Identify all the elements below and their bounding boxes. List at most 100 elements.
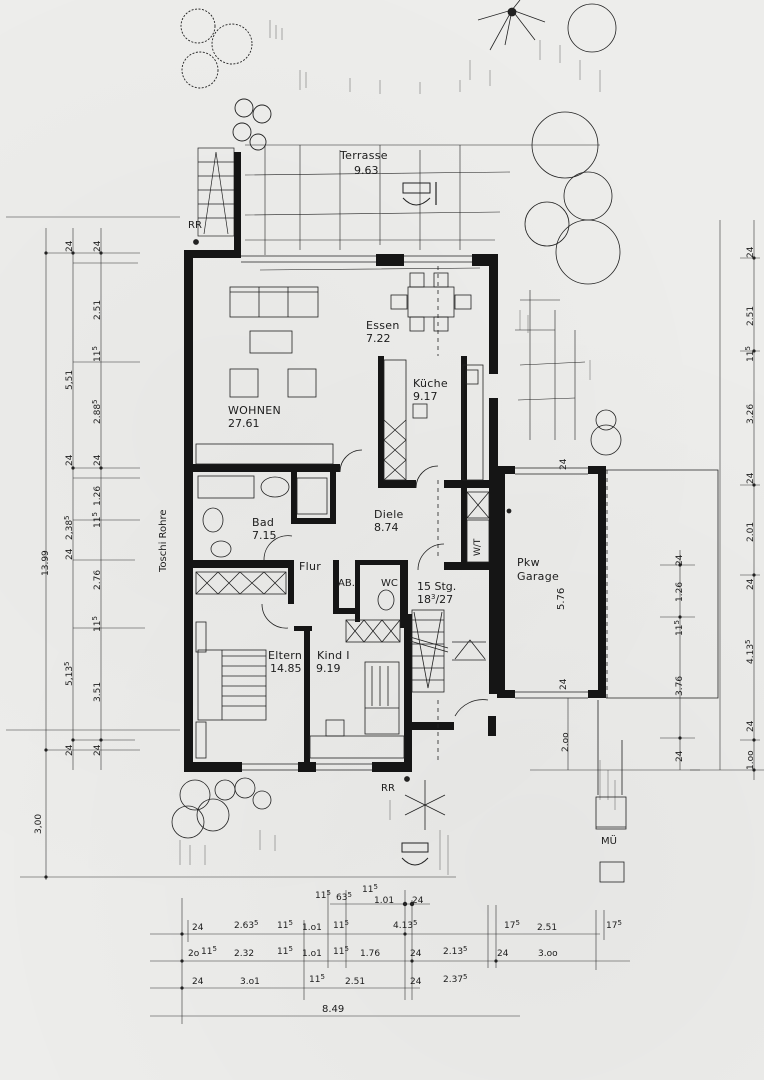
room-area-terrasse: 9.63	[354, 164, 379, 177]
dim-bottom-r1-4: 115	[333, 919, 349, 932]
dim-bottom-r1-0: 24	[192, 923, 204, 933]
dim-left-inner-1: 2.51	[93, 299, 103, 320]
room-label-kueche: Küche	[413, 377, 448, 390]
dim-bottom-r0-4: 24	[412, 896, 424, 906]
dim-bottom-r0-1: 635	[336, 891, 352, 904]
room-area-diele: 8.74	[374, 521, 399, 534]
garage-length-dim: 5.76	[556, 587, 567, 610]
dim-left-inner-6: 115	[91, 512, 103, 528]
dim-bottom-r3-1: 3.o1	[240, 977, 260, 987]
dining-table-icon	[407, 286, 455, 318]
dim-right-0: 24	[746, 246, 756, 258]
room-label-terrasse: Terrasse	[340, 149, 388, 162]
dim-bottom-r2-2: 2.32	[234, 949, 255, 959]
dim-left-mid-4: 24	[65, 548, 75, 560]
room-area-essen: 7.22	[366, 332, 391, 345]
dim-garage-wall-bottom: 24	[559, 678, 569, 690]
dim-left-mid-6: 24	[65, 744, 75, 756]
room-label-ab: AB.	[338, 578, 355, 589]
sofa-icon	[229, 286, 319, 318]
terrace-seat-icon	[402, 182, 431, 206]
room-area-kueche: 9.17	[413, 390, 438, 403]
double-bed-icon	[197, 649, 267, 721]
garage-rear-opening	[515, 467, 588, 475]
tree-row-right-icon	[524, 111, 622, 456]
window-wohnen	[241, 255, 376, 263]
dim-bottom-r1-7: 2.51	[537, 923, 558, 933]
dimension-ticks	[44, 251, 756, 990]
dim-right-2: 115	[744, 346, 756, 362]
dimension-lines	[6, 216, 764, 1024]
tree-cluster-top-left-icon	[180, 8, 272, 151]
dim-bottom-r2-8: 2.135	[443, 945, 468, 958]
stair-ratio-label: 183/27	[417, 593, 454, 606]
door-arc-wohnen	[339, 449, 363, 473]
room-label-diele: Diele	[374, 508, 404, 521]
stair-count-label: 15 Stg.	[417, 580, 457, 593]
dim-bottom-r1-2: 115	[277, 919, 293, 932]
room-label-bad: Bad	[252, 516, 275, 529]
dim-right-inner-1: 1.26	[675, 581, 685, 602]
washbasin-icon	[260, 476, 290, 498]
dim-bottom-r2-9: 24	[497, 949, 509, 959]
dim-right-inner-2: 115	[673, 620, 685, 636]
dim-right-8: 24	[746, 720, 756, 732]
dim-right-7: 4.135	[744, 639, 756, 664]
room-label-eltern: Eltern	[268, 649, 303, 662]
room-area-kind: 9.19	[316, 662, 341, 675]
dim-left-inner-2: 115	[91, 346, 103, 362]
coffee-table-icon	[249, 330, 293, 354]
dim-bottom-r1-5: 4.135	[393, 919, 418, 932]
room-label-garage-1: Pkw	[517, 556, 540, 569]
dim-left-total: 13.99	[41, 550, 51, 576]
dim-bottom-r2-7: 24	[410, 949, 422, 959]
shrub-cluster-bottom-left-icon	[171, 777, 272, 839]
dim-right-inner-4: 24	[675, 750, 685, 762]
dim-bottom-r3-5: 2.375	[443, 973, 468, 986]
dim-bottom-r1-3: 1.o1	[302, 923, 322, 933]
room-label-wc: WC	[381, 578, 398, 589]
dim-bottom-r3-0: 24	[192, 977, 204, 987]
dim-left-inner-7: 2.76	[93, 569, 103, 590]
room-label-flur: Flur	[299, 560, 322, 573]
dim-right-inner-0: 24	[675, 554, 685, 566]
dim-bottom-r3-4: 24	[410, 977, 422, 987]
rr-label-top: RR	[188, 220, 202, 231]
dim-bottom-r2-10: 3.oo	[538, 949, 558, 959]
dim-left-inner-5: 1.26	[93, 485, 103, 506]
downpipe-top-icon	[193, 239, 199, 245]
wc-icon	[377, 589, 395, 611]
dim-bottom-r1-8: 175	[606, 919, 622, 932]
grass-hatching	[179, 20, 616, 875]
dim-left-front-yard: 3,00	[34, 813, 44, 834]
dim-left-inner-9: 3.51	[93, 681, 103, 702]
tree-top-center-icon	[477, 0, 617, 53]
dim-bottom-r1-1: 2.635	[234, 919, 259, 932]
staircase-icon	[409, 609, 486, 693]
shower-icon	[296, 477, 328, 515]
carport-outline	[606, 469, 719, 699]
dim-right-3: 3.26	[746, 403, 756, 424]
room-area-eltern: 14.85	[270, 662, 302, 675]
dim-left-mid-0: 24	[65, 240, 75, 252]
window-eltern	[242, 763, 298, 771]
dim-garage-wall-top: 24	[559, 458, 569, 470]
dim-left-inner-0: 24	[93, 240, 103, 252]
dim-left-inner-3: 2.885	[91, 399, 103, 424]
dim-right-inner-3: 3.76	[675, 675, 685, 696]
desk-icon	[309, 735, 405, 759]
dim-left-mid-5: 5,135	[63, 661, 75, 686]
room-label-garage-2: Garage	[517, 570, 560, 583]
bin-enclosure-icon	[595, 796, 627, 830]
downpipe-bottom-icon	[404, 776, 410, 782]
garage-door	[515, 691, 588, 699]
tree-entrance-icon	[404, 780, 446, 830]
kitchen-stool-icon	[412, 403, 428, 419]
dim-left-inner-10: 24	[93, 744, 103, 756]
window-kind	[316, 763, 372, 771]
armchair-icon	[229, 368, 259, 398]
dim-right-6: 24	[746, 578, 756, 590]
dim-garage-front: 2.oo	[561, 732, 571, 752]
dim-bottom-r3-2: 115	[309, 973, 325, 986]
dim-bottom-r2-3: 115	[277, 945, 293, 958]
